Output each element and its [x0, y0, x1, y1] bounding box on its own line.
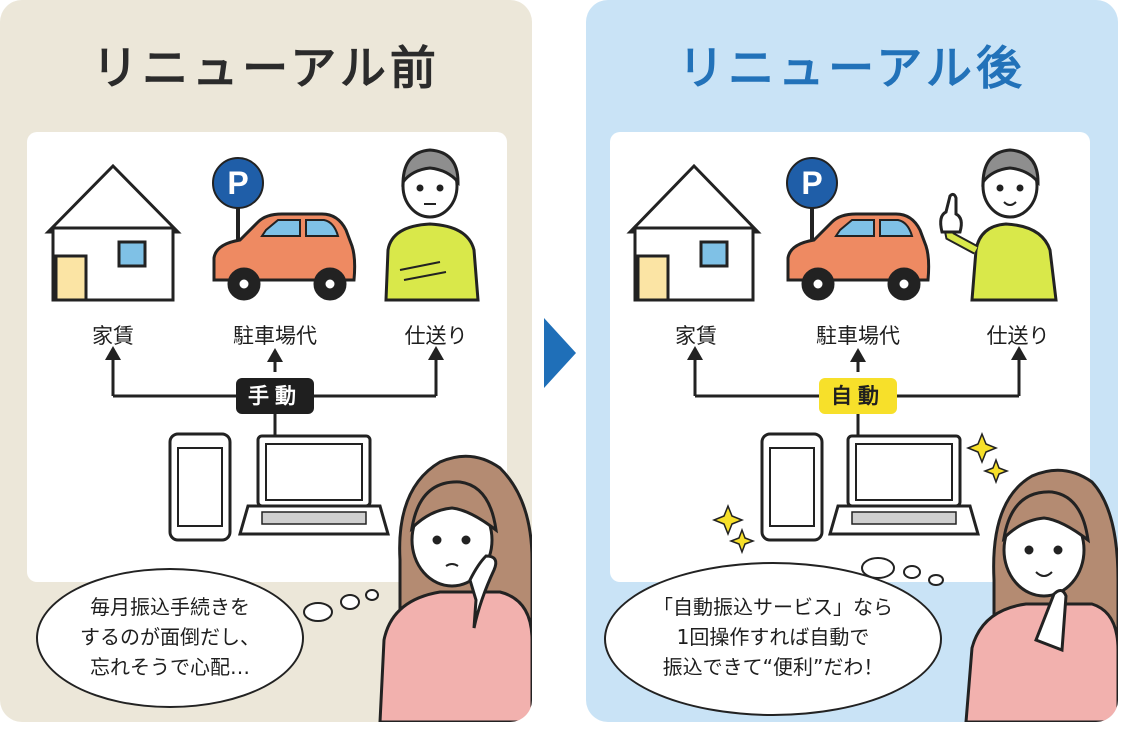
before-speech-line-2: するのが面倒だし、: [80, 625, 260, 649]
arrowheads: [687, 346, 1027, 362]
label-allowance: 仕送り: [404, 324, 468, 348]
after-title: リニューアル後: [678, 41, 1026, 95]
before-speech-bubble: 毎月振込手続きを するのが面倒だし、 忘れそうで心配…: [36, 568, 304, 708]
manual-tag: 手動: [236, 378, 314, 414]
before-speech-line-3: 忘れそうで心配…: [90, 655, 250, 679]
house-icon: [626, 163, 762, 302]
before-speech-line-1: 毎月振込手続きを: [90, 595, 250, 619]
parking-sign-letter: P: [801, 165, 822, 201]
after-speech-line-1: 「自動振込サービス」なら: [653, 595, 893, 619]
woman-icon: [964, 468, 1118, 722]
after-illustration: P: [626, 148, 1118, 722]
person-icon: [939, 148, 1058, 302]
laptop-icon: [238, 434, 390, 536]
label-parking-fee: 駐車場代: [233, 324, 317, 348]
after-speech-line-3: 振込できて“便利”だわ！: [662, 655, 884, 679]
before-panel: リニューアル前 P: [0, 0, 532, 722]
woman-icon: [378, 454, 532, 722]
label-rent: 家賃: [675, 324, 717, 348]
label-parking-fee: 駐車場代: [816, 324, 900, 348]
label-allowance: 仕送り: [986, 324, 1050, 348]
laptop-icon: [828, 434, 980, 536]
before-title: リニューアル前: [92, 41, 440, 95]
car-icon: [212, 212, 357, 301]
parking-sign-icon: P: [786, 157, 838, 258]
right-arrow-icon: [544, 318, 576, 388]
smartphone-icon: [168, 432, 232, 542]
sparkle-icon: [711, 431, 1010, 555]
after-speech-line-2: 1回操作すれば自動で: [676, 625, 870, 649]
parking-sign-letter: P: [227, 165, 248, 201]
house-icon: [44, 163, 182, 302]
arrowheads: [105, 346, 444, 362]
car-icon: [786, 212, 931, 301]
person-icon: [384, 148, 480, 302]
before-illustration: P: [44, 148, 532, 722]
thought-dots: [303, 589, 379, 622]
after-speech-bubble: 「自動振込サービス」なら 1回操作すれば自動で 振込できて“便利”だわ！: [604, 562, 942, 716]
smartphone-icon: [760, 432, 824, 542]
label-rent: 家賃: [92, 324, 134, 348]
after-panel: リニューアル後 P: [586, 0, 1118, 722]
auto-tag: 自動: [819, 378, 897, 414]
